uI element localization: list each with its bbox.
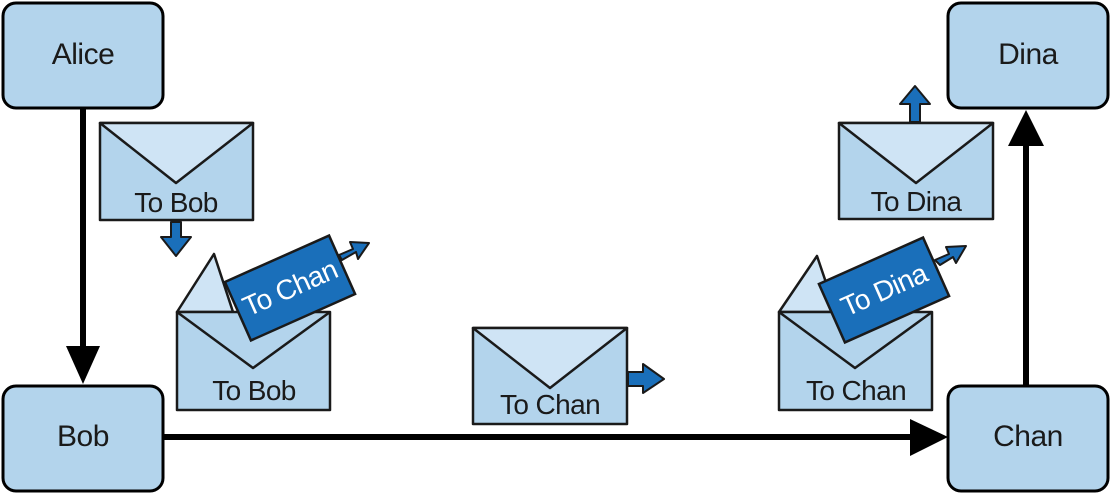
envelope-icon: To Chan To Bob [175,233,370,412]
arrow-icon [627,363,665,394]
envelope-icon: To Bob [98,121,255,222]
envelope-icon: To Dina To Chan [777,235,967,412]
arrow-icon [934,245,967,266]
node-alice: Alice [1,1,165,110]
node-chan: Chan [946,384,1110,493]
node-label: Chan [993,420,1063,453]
envelope-label: To Chan [500,389,600,420]
envelope-label: To Chan [806,375,906,406]
node-label: Bob [57,420,109,453]
card-icon: To Dina [817,235,951,345]
arrow-icon [338,241,370,261]
envelope-label: To Bob [212,375,296,406]
arrow-icon [899,85,931,123]
envelope-label: To Dina [871,186,963,217]
arrowhead-chan-dina [1008,110,1044,146]
arrowhead-alice-bob [66,346,100,384]
envelope-icon: To Chan [471,326,629,426]
arrow-icon [160,221,192,257]
arrowhead-bob-chan [910,419,948,456]
node-dina: Dina [946,1,1110,110]
node-bob: Bob [1,384,165,493]
node-label: Dina [998,38,1059,71]
node-label: Alice [52,38,115,71]
envelope-label: To Bob [134,187,218,218]
edges [66,109,1044,456]
envelope-icon: To Dina [837,121,995,221]
